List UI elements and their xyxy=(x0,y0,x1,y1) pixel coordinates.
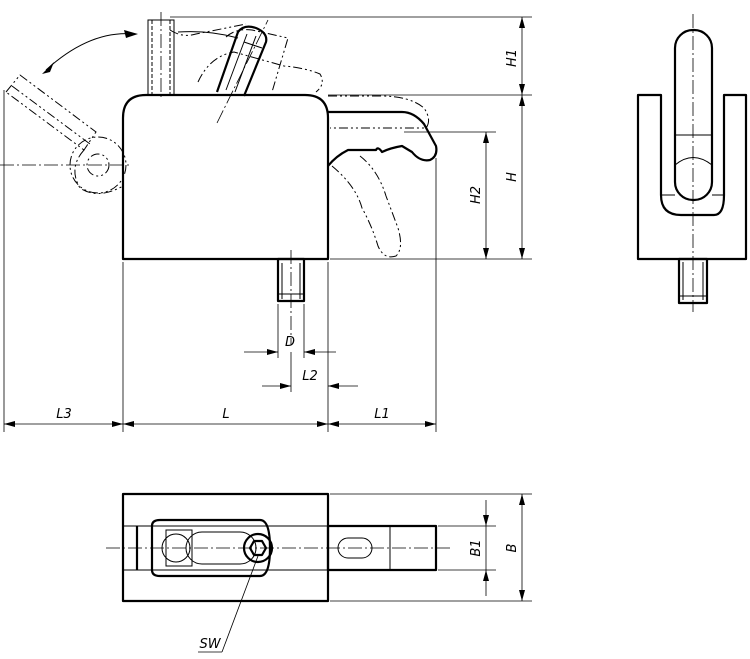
dim-sw-label: SW xyxy=(199,637,221,652)
dim-b1-label: B1 xyxy=(469,539,484,556)
dim-l-label: L xyxy=(222,407,229,422)
hook-phantom xyxy=(328,95,430,258)
dim-l3-label: L3 xyxy=(56,407,72,422)
threaded-pin xyxy=(276,250,306,345)
hook-solid xyxy=(327,110,438,167)
lever-phantom-positions xyxy=(169,23,323,93)
side-view xyxy=(636,14,748,312)
dim-h-label: H xyxy=(505,172,520,182)
lever-phantom-left xyxy=(5,74,127,194)
dim-l1-label: L1 xyxy=(374,407,390,422)
dim-l2-label: L2 xyxy=(302,369,318,384)
dim-b-label: B xyxy=(505,543,520,552)
dim-d-label: D xyxy=(285,335,295,350)
clamp-body xyxy=(121,93,330,261)
top-view-dimensions: B1 B SW xyxy=(198,493,532,653)
front-view xyxy=(0,12,438,345)
dim-h1-label: H1 xyxy=(505,49,520,67)
lever-handle-inclined xyxy=(215,19,269,124)
dim-h2-label: H2 xyxy=(469,186,484,204)
lever-handle-upright xyxy=(147,12,175,100)
swing-arc xyxy=(42,30,239,74)
front-view-dimensions: H1 H H2 D L2 xyxy=(3,16,532,432)
top-view xyxy=(106,492,450,603)
